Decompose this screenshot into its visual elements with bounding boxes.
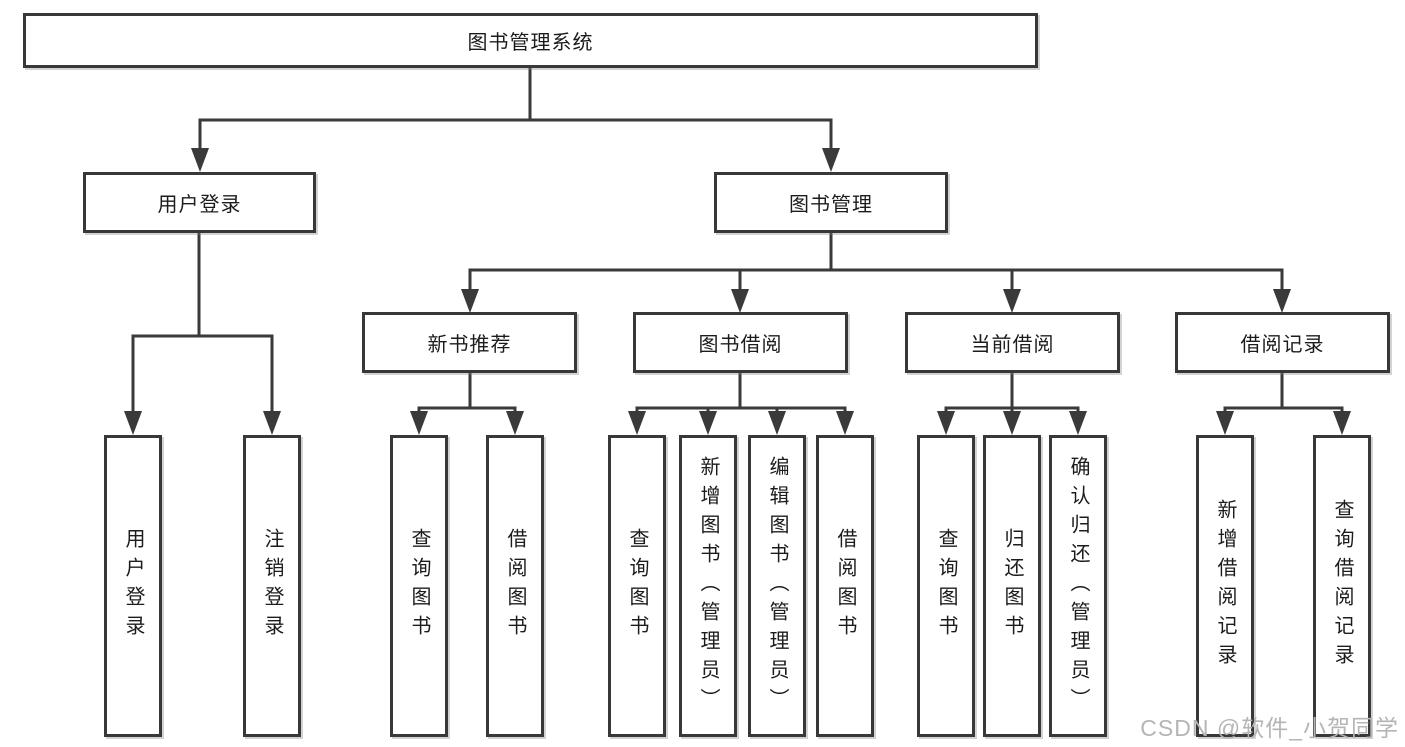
arrowhead-down-icon	[1003, 289, 1021, 313]
leaf-nb-borrow-books: 借阅图书	[486, 435, 544, 737]
node-book-management-label: 图书管理	[789, 194, 873, 216]
arrowhead-down-icon	[1273, 289, 1291, 313]
leaf-logout-label: 注销登录	[261, 528, 283, 644]
connector-current-borrow-to-leaves	[937, 373, 1087, 435]
leaf-cb-confirm-return-admin-label: 确认归还（管理员）	[1067, 455, 1089, 717]
arrowhead-down-icon	[124, 411, 142, 435]
node-user-login-label: 用户登录	[157, 194, 242, 216]
leaf-cb-query-books: 查询图书	[917, 435, 975, 737]
arrowhead-down-icon	[731, 289, 749, 313]
leaf-bb-query-books-label: 查询图书	[626, 528, 648, 644]
leaf-cb-return-books-label: 归还图书	[1001, 528, 1023, 644]
connector-new-book-to-leaves	[410, 373, 524, 435]
leaf-bb-edit-books-admin: 编辑图书（管理员）	[748, 435, 806, 737]
arrowhead-down-icon	[1333, 411, 1351, 435]
arrowhead-down-icon	[191, 148, 209, 172]
leaf-bb-borrow-books: 借阅图书	[816, 435, 874, 737]
arrowhead-down-icon	[768, 411, 786, 435]
leaf-bb-borrow-books-label: 借阅图书	[834, 528, 856, 644]
leaf-cb-confirm-return-admin: 确认归还（管理员）	[1049, 435, 1107, 737]
arrowhead-down-icon	[1069, 411, 1087, 435]
leaf-cb-query-books-label: 查询图书	[935, 528, 957, 644]
arrowhead-down-icon	[628, 411, 646, 435]
csdn-watermark: CSDN @软件_小贺同学	[1140, 715, 1399, 741]
arrowhead-down-icon	[937, 411, 955, 435]
node-root: 图书管理系统	[23, 13, 1038, 68]
arrowhead-down-icon	[836, 411, 854, 435]
node-root-label: 图书管理系统	[467, 32, 594, 54]
node-user-login: 用户登录	[83, 172, 316, 233]
arrowhead-down-icon	[1003, 411, 1021, 435]
leaf-br-add-record: 新增借阅记录	[1196, 435, 1254, 737]
node-new-book-recommend-label: 新书推荐	[427, 334, 512, 356]
leaf-bb-query-books: 查询图书	[608, 435, 666, 737]
node-book-borrow-label: 图书借阅	[698, 334, 783, 356]
connector-root-to-level2	[191, 68, 840, 172]
leaf-cb-return-books: 归还图书	[983, 435, 1041, 737]
leaf-bb-edit-books-admin-label: 编辑图书（管理员）	[766, 455, 788, 717]
leaf-user-login: 用户登录	[104, 435, 162, 737]
arrowhead-down-icon	[506, 411, 524, 435]
connector-borrow-record-to-leaves	[1216, 373, 1351, 435]
connector-user-login-to-leaves	[124, 233, 281, 435]
leaf-bb-add-books-admin-label: 新增图书（管理员）	[697, 455, 719, 717]
arrowhead-down-icon	[461, 289, 479, 313]
arrowhead-down-icon	[1216, 411, 1234, 435]
leaf-logout: 注销登录	[243, 435, 301, 737]
connector-book-borrow-to-leaves	[628, 373, 854, 435]
leaf-br-add-record-label: 新增借阅记录	[1214, 499, 1236, 673]
node-new-book-recommend: 新书推荐	[362, 312, 577, 373]
leaf-nb-borrow-books-label: 借阅图书	[504, 528, 526, 644]
arrowhead-down-icon	[410, 411, 428, 435]
node-book-management: 图书管理	[714, 172, 948, 233]
node-borrow-record: 借阅记录	[1175, 312, 1390, 373]
arrowhead-down-icon	[263, 411, 281, 435]
leaf-br-query-record: 查询借阅记录	[1313, 435, 1371, 737]
arrowhead-down-icon	[822, 148, 840, 172]
node-book-borrow: 图书借阅	[633, 312, 848, 373]
leaf-nb-query-books-label: 查询图书	[408, 528, 430, 644]
leaf-nb-query-books: 查询图书	[390, 435, 448, 737]
arrowhead-down-icon	[699, 411, 717, 435]
node-current-borrow-label: 当前借阅	[970, 334, 1055, 356]
leaf-br-query-record-label: 查询借阅记录	[1331, 499, 1353, 673]
connector-book-mgmt-to-level3	[461, 233, 1291, 313]
leaf-user-login-label: 用户登录	[122, 528, 144, 644]
node-borrow-record-label: 借阅记录	[1240, 334, 1325, 356]
node-current-borrow: 当前借阅	[905, 312, 1120, 373]
leaf-bb-add-books-admin: 新增图书（管理员）	[679, 435, 737, 737]
